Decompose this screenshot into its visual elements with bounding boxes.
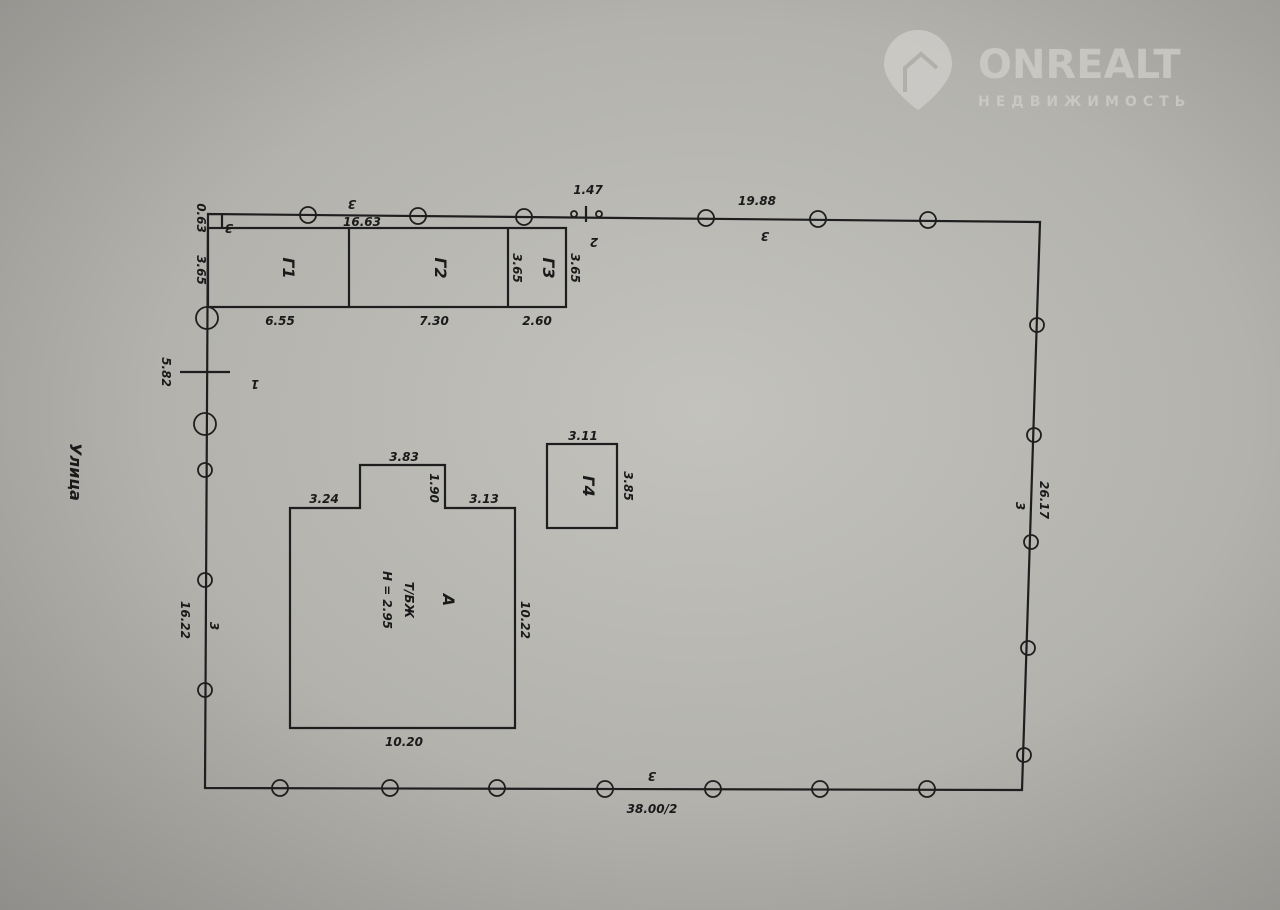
label-left-length: 16.22 <box>178 601 192 639</box>
label-strip-type: 3 <box>225 221 233 235</box>
label-house-bottom: 10.20 <box>385 735 423 749</box>
watermark-brand: ONREALT <box>978 42 1181 88</box>
label-strip-length: 16.63 <box>343 215 381 229</box>
label-g4: Г4 <box>579 475 598 496</box>
label-porch-depth: 1.90 <box>427 473 441 503</box>
label-g1-width: 3.65 <box>194 255 208 285</box>
g4-outline <box>545 442 619 530</box>
label-g4-length: 3.11 <box>568 429 598 443</box>
fence-pole <box>811 780 829 798</box>
label-top-type: 3 <box>761 229 769 243</box>
fence-pole <box>596 780 614 798</box>
label-strip-type-top: 3 <box>348 197 356 211</box>
fence-pole <box>193 412 217 436</box>
fence-pole <box>195 306 219 330</box>
fence-pole <box>488 779 506 797</box>
label-street: Улица <box>66 443 85 501</box>
label-bottom-type: 3 <box>648 769 656 783</box>
fence-pole <box>809 210 827 228</box>
fence-pole <box>381 779 399 797</box>
fence-poles <box>193 206 1045 798</box>
label-entrance-width: 5.82 <box>159 357 173 387</box>
fence-pole <box>919 211 937 229</box>
house-icon <box>903 51 939 92</box>
gate-post <box>570 210 578 218</box>
watermark-subtitle: НЕДВИЖИМОСТЬ <box>978 94 1191 110</box>
label-gate-width: 1.47 <box>573 183 603 197</box>
label-g1: Г1 <box>279 257 298 278</box>
label-house-letter: А <box>439 592 458 606</box>
dimension-labels: 0.63 3.65 3 16.63 3 1.47 2 19.88 3 Г1 Г2… <box>66 183 1051 816</box>
fence-pole <box>918 780 936 798</box>
label-right-length: 26.17 <box>1037 481 1051 520</box>
fence-pole <box>409 207 427 225</box>
label-left-type: 3 <box>207 622 221 630</box>
label-g4-width: 3.85 <box>621 471 635 501</box>
fence-pole <box>1029 317 1045 333</box>
outbuildings-block <box>206 214 568 309</box>
plot-boundary <box>203 212 1042 792</box>
fence-pole <box>1026 427 1042 443</box>
label-porch-top: 3.83 <box>389 450 419 464</box>
label-g2: Г2 <box>431 257 450 278</box>
label-top-length: 19.88 <box>738 194 776 208</box>
fence-pole <box>197 572 213 588</box>
outbuildings-outline <box>206 226 568 309</box>
label-house-height: Н = 2.95 <box>380 571 394 629</box>
label-strip-width: 0.63 <box>194 203 208 233</box>
fence-pole <box>704 780 722 798</box>
label-g3-width: 3.65 <box>568 253 582 283</box>
gate-post <box>595 210 603 218</box>
label-right-type: 3 <box>1013 502 1027 510</box>
fence-pole <box>697 209 715 227</box>
fence-pole <box>1023 534 1039 550</box>
fence-pole <box>197 462 213 478</box>
fence-pole <box>1020 640 1036 656</box>
label-entrance: 1 <box>251 377 259 391</box>
label-bottom-length: 38.00/2 <box>627 802 678 816</box>
fence-pole <box>515 208 533 226</box>
label-g2-length: 7.30 <box>419 314 449 328</box>
label-top-right: 3.13 <box>469 492 499 506</box>
fence-pole <box>197 682 213 698</box>
fence-pole <box>1016 747 1032 763</box>
label-g1-length: 6.55 <box>265 314 295 328</box>
house-a-outline <box>288 463 517 730</box>
label-g3-length: 2.60 <box>522 314 552 328</box>
location-pin-house-icon <box>884 30 952 110</box>
label-g3-inner-width: 3.65 <box>510 253 524 283</box>
label-g3: Г3 <box>539 257 558 278</box>
label-house-material: Т/БЖ <box>402 582 416 619</box>
label-house-right: 10.22 <box>518 601 532 639</box>
label-gate: 2 <box>590 235 598 249</box>
onrealt-watermark: ONREALT НЕДВИЖИМОСТЬ <box>884 30 1191 110</box>
label-top-left: 3.24 <box>309 492 339 506</box>
fence-pole <box>299 206 317 224</box>
fence-pole <box>271 779 289 797</box>
